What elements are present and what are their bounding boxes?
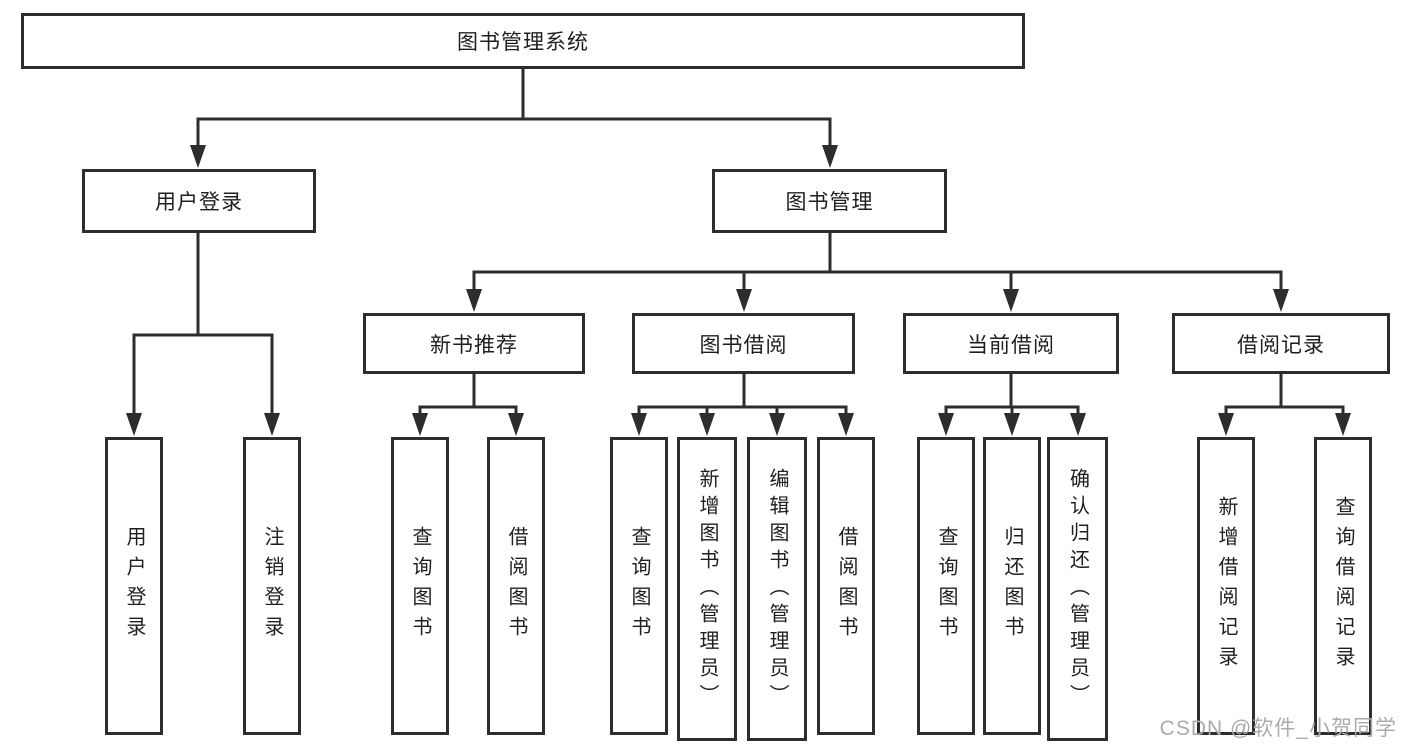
node-book-management: 图书管理 — [712, 169, 947, 233]
node-leaf-borrow-books-1: 借阅图书 — [487, 437, 545, 735]
leaf-label: 注销登录 — [261, 526, 283, 646]
connector-userlogin-children — [132, 233, 274, 415]
leaf-label: 借阅图书 — [505, 526, 527, 646]
node-root: 图书管理系统 — [21, 13, 1025, 69]
connector-currentborrow-children — [944, 374, 1080, 415]
leaf-label: 新增图书（管理员） — [696, 467, 718, 711]
node-book-borrowing: 图书借阅 — [632, 313, 855, 374]
node-leaf-confirm-return-admin: 确认归还（管理员） — [1047, 437, 1108, 741]
node-borrowing-records: 借阅记录 — [1172, 313, 1390, 374]
csdn-watermark: CSDN @软件_小贺同学 — [1159, 717, 1397, 740]
arrowheads-level2 — [190, 145, 838, 168]
connector-borrowrecords-children — [1224, 374, 1345, 415]
node-leaf-logout: 注销登录 — [243, 437, 301, 735]
leaf-label: 用户登录 — [123, 526, 145, 646]
connector-newbook-children — [418, 374, 518, 415]
node-leaf-query-books-2: 查询图书 — [610, 437, 668, 735]
node-leaf-query-borrow-record: 查询借阅记录 — [1314, 437, 1372, 735]
arrowheads-level3 — [466, 289, 1289, 312]
node-leaf-query-books-3: 查询图书 — [917, 437, 975, 735]
leaf-label: 查询图书 — [628, 526, 650, 646]
connector-root-to-level2 — [196, 69, 832, 147]
node-leaf-return-books: 归还图书 — [983, 437, 1041, 735]
node-user-login: 用户登录 — [82, 169, 316, 233]
leaf-label: 新增借阅记录 — [1215, 496, 1237, 676]
arrowheads-leaves — [126, 413, 1351, 436]
leaf-label: 确认归还（管理员） — [1066, 467, 1089, 711]
leaf-label: 查询借阅记录 — [1332, 496, 1354, 676]
node-leaf-edit-books-admin: 编辑图书（管理员） — [747, 437, 807, 741]
node-leaf-borrow-books-2: 借阅图书 — [817, 437, 875, 735]
connector-bookmgmt-to-level3 — [472, 233, 1283, 291]
connector-bookborrow-children — [637, 374, 848, 415]
leaf-label: 借阅图书 — [835, 526, 857, 646]
node-leaf-query-books-1: 查询图书 — [391, 437, 449, 735]
node-new-book-recommend: 新书推荐 — [363, 313, 585, 374]
node-current-borrowing: 当前借阅 — [903, 313, 1119, 374]
node-leaf-add-borrow-record: 新增借阅记录 — [1197, 437, 1255, 735]
leaf-label: 查询图书 — [409, 526, 431, 646]
leaf-label: 编辑图书（管理员） — [766, 467, 788, 711]
leaf-label: 查询图书 — [935, 526, 957, 646]
node-leaf-add-books-admin: 新增图书（管理员） — [677, 437, 737, 741]
leaf-label: 归还图书 — [1001, 526, 1023, 646]
node-leaf-user-login: 用户登录 — [105, 437, 163, 735]
